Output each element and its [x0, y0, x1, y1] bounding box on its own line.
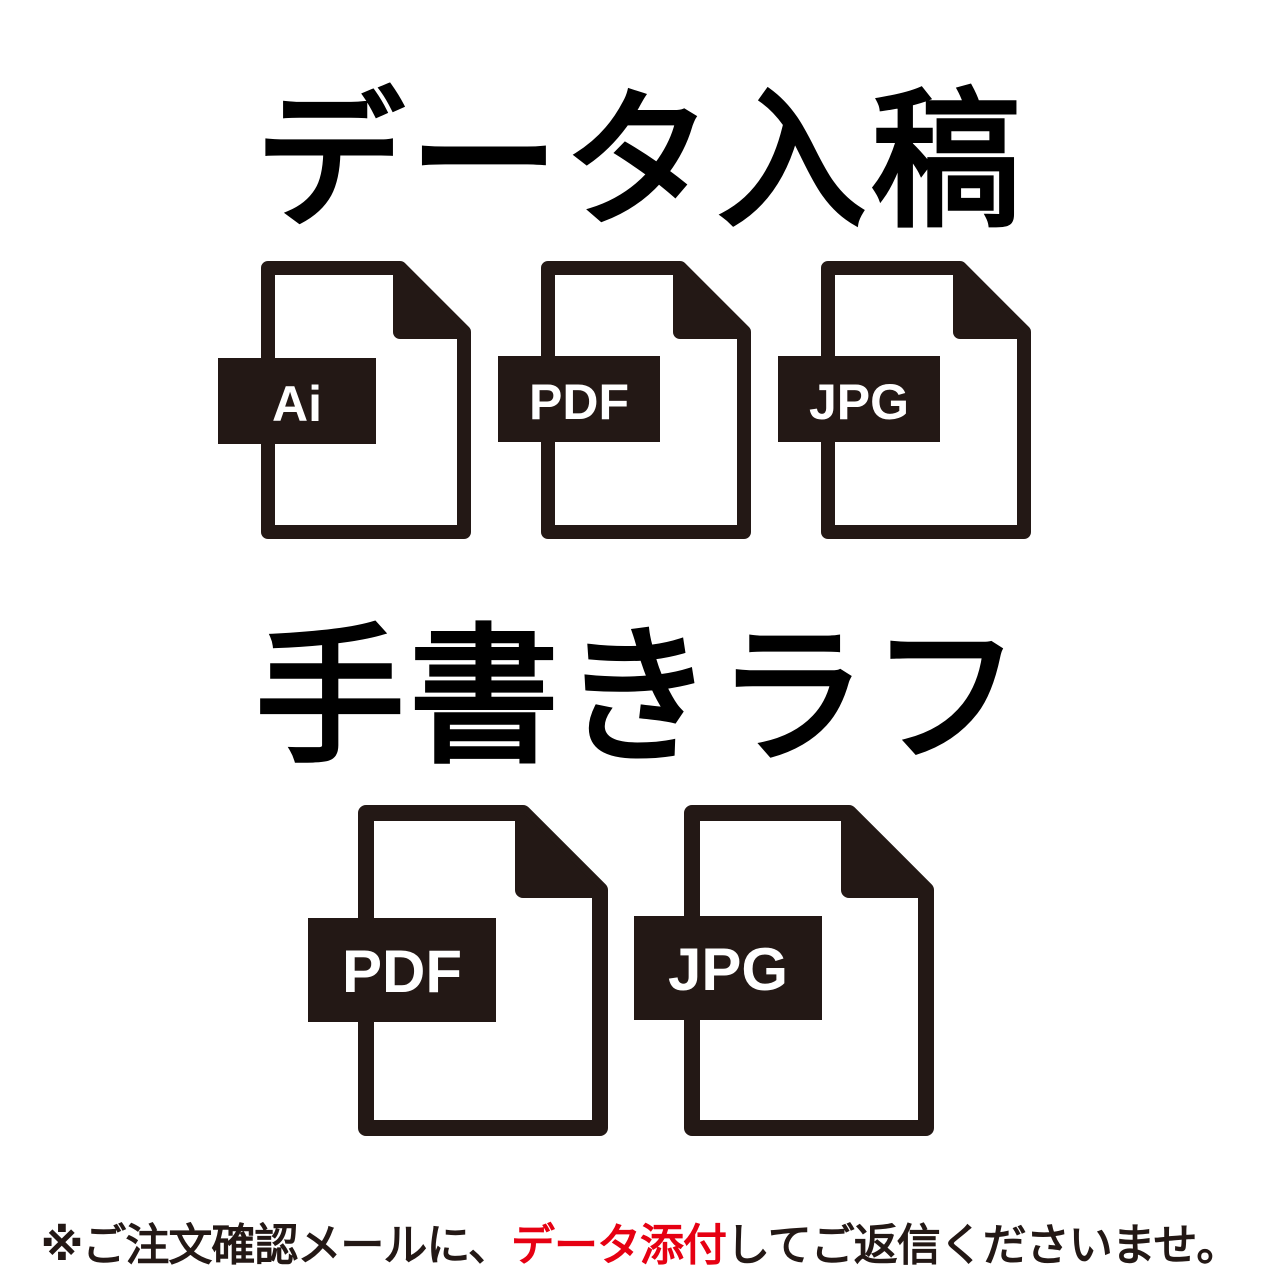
data-submission-heading: データ入稿 [254, 75, 1025, 249]
note-highlight: データ添付 [511, 1220, 727, 1271]
note-text-after: してご返信くださいませ。 [726, 1220, 1240, 1271]
handwritten-rough-heading: 手書きラフ [254, 611, 1025, 785]
jpg-file-label: JPG [809, 374, 909, 430]
ai-file-label: Ai [272, 376, 322, 432]
reply-instruction-note: ※ご注文確認メールに、データ添付してご返信くださいませ。 [0, 1216, 1280, 1276]
note-text-before: ※ご注文確認メールに、 [40, 1220, 512, 1271]
pdf-file-label: PDF [529, 374, 629, 430]
rough-pdf-file-icon: PDF [308, 805, 608, 1136]
jpg-file-icon: JPG [778, 261, 1032, 542]
pdf-file-icon: PDF [498, 261, 752, 542]
rough-pdf-file-label: PDF [342, 938, 462, 1005]
rough-jpg-file-label: JPG [668, 936, 788, 1003]
rough-jpg-file-icon: JPG [634, 805, 934, 1136]
ai-file-icon: Ai [218, 261, 472, 542]
